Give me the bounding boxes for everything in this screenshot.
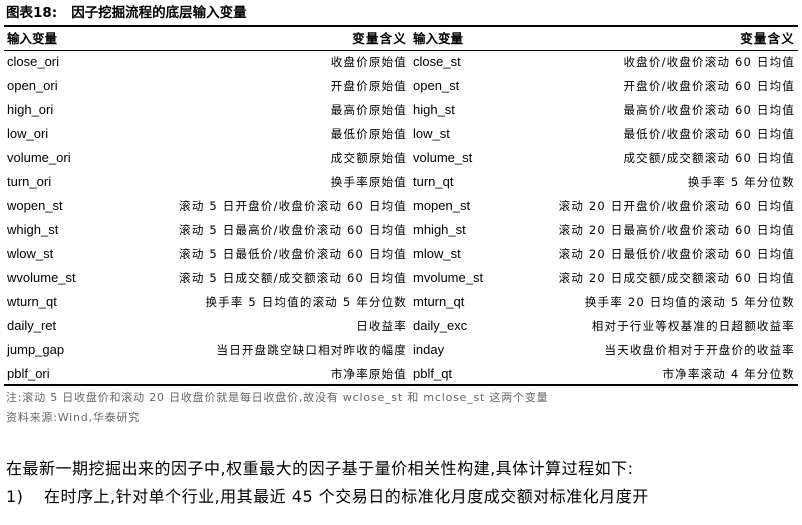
variable-name: volume_st — [413, 150, 473, 165]
variable-name: open_ori — [7, 78, 58, 93]
variable-name: mvolume_st — [413, 270, 484, 285]
variable-meaning: 滚动 20 日最高价/收盘价滚动 60 日均值 — [558, 223, 795, 237]
table-row: wopen_st 滚动 5 日开盘价/收盘价滚动 60 日均值 mopen_st… — [4, 194, 798, 218]
table-row: open_ori 开盘价原始值 open_st 开盘价/收盘价滚动 60 日均值 — [4, 74, 798, 98]
variable-name: close_ori — [7, 54, 60, 69]
variable-meaning: 滚动 5 日最高价/收盘价滚动 60 日均值 — [179, 223, 407, 237]
variable-meaning: 最高价/收盘价滚动 60 日均值 — [623, 103, 795, 117]
table-row: whigh_st 滚动 5 日最高价/收盘价滚动 60 日均值 mhigh_st… — [4, 218, 798, 242]
variable-name: wopen_st — [7, 198, 63, 213]
variable-meaning: 滚动 5 日成交额/成交额滚动 60 日均值 — [179, 271, 407, 285]
variable-name: low_st — [413, 126, 450, 141]
table-bottom-rule — [4, 384, 798, 386]
table-top-rule — [4, 25, 798, 27]
list-item: 1) 在时序上,针对单个行业,用其最近 45 个交易日的标准化月度成交额对标准化… — [6, 483, 800, 511]
variable-meaning: 换手率 5 年分位数 — [687, 175, 795, 189]
variable-meaning: 滚动 20 日成交额/成交额滚动 60 日均值 — [558, 271, 795, 285]
variable-meaning: 收盘价原始值 — [330, 55, 407, 69]
variable-name: wturn_qt — [7, 294, 57, 309]
variable-meaning: 开盘价/收盘价滚动 60 日均值 — [623, 79, 795, 93]
body-paragraph: 在最新一期挖掘出来的因子中,权重最大的因子基于量价相关性构建,具体计算过程如下: — [6, 459, 634, 478]
table-row: low_ori 最低价原始值 low_st 最低价/收盘价滚动 60 日均值 — [4, 122, 798, 146]
body-text: 在最新一期挖掘出来的因子中,权重最大的因子基于量价相关性构建,具体计算过程如下:… — [6, 455, 800, 525]
variable-meaning: 收盘价/收盘价滚动 60 日均值 — [623, 55, 795, 69]
table-row: wturn_qt 换手率 5 日均值的滚动 5 年分位数 mturn_qt 换手… — [4, 290, 798, 314]
table-row: volume_ori 成交额原始值 volume_st 成交额/成交额滚动 60… — [4, 146, 798, 170]
variable-name: mlow_st — [413, 246, 461, 261]
table-row: wvolume_st 滚动 5 日成交额/成交额滚动 60 日均值 mvolum… — [4, 266, 798, 290]
table-row: daily_ret 日收益率 daily_exc 相对于行业等权基准的日超额收益… — [4, 314, 798, 338]
figure-title-text: 因子挖掘流程的底层输入变量 — [71, 5, 247, 21]
variable-name: jump_gap — [7, 342, 65, 357]
variable-name: open_st — [413, 78, 460, 93]
variable-name: mturn_qt — [413, 294, 465, 309]
list-item-number: 1) — [6, 487, 24, 506]
table-row: high_ori 最高价原始值 high_st 最高价/收盘价滚动 60 日均值 — [4, 98, 798, 122]
variable-meaning: 换手率原始值 — [330, 175, 407, 189]
table-row: jump_gap 当日开盘跳空缺口相对昨收的幅度 inday 当天收盘价相对于开… — [4, 338, 798, 362]
variable-name: inday — [413, 342, 445, 357]
variable-name: mopen_st — [413, 198, 471, 213]
variable-meaning: 最低价/收盘价滚动 60 日均值 — [623, 127, 795, 141]
variable-meaning: 当天收盘价相对于开盘价的收益率 — [604, 343, 795, 357]
table-row: turn_ori 换手率原始值 turn_qt 换手率 5 年分位数 — [4, 170, 798, 194]
table-header-rule — [4, 50, 798, 51]
variable-name: low_ori — [7, 126, 49, 141]
variable-meaning: 成交额/成交额滚动 60 日均值 — [623, 151, 795, 165]
list-item-text: 在时序上,针对单个行业,用其最近 45 个交易日的标准化月度成交额对标准化月度开 — [44, 487, 649, 506]
variable-meaning: 滚动 5 日最低价/收盘价滚动 60 日均值 — [179, 247, 407, 261]
table-row: wlow_st 滚动 5 日最低价/收盘价滚动 60 日均值 mlow_st 滚… — [4, 242, 798, 266]
variable-meaning: 最高价原始值 — [330, 103, 407, 117]
variable-meaning: 市净率原始值 — [330, 367, 407, 381]
variable-name: wvolume_st — [7, 270, 76, 285]
table-footnote: 注:滚动 5 日收盘价和滚动 20 日收盘价就是每日收盘价,故没有 wclose… — [6, 391, 549, 404]
header-variable-meaning-2: 变量含义 — [740, 31, 795, 46]
variable-name: high_ori — [7, 102, 54, 117]
variable-meaning: 换手率 20 日均值的滚动 5 年分位数 — [584, 295, 795, 309]
variable-name: wlow_st — [7, 246, 54, 261]
variable-meaning: 成交额原始值 — [330, 151, 407, 165]
variable-meaning: 日收益率 — [356, 319, 407, 333]
input-variables-table: 输入变量 变量含义 输入变量 变量含义 close_ori 收盘价原始值 clo… — [4, 27, 798, 386]
table-row: close_ori 收盘价原始值 close_st 收盘价/收盘价滚动 60 日… — [4, 50, 798, 74]
variable-name: pblf_qt — [413, 366, 453, 381]
variable-name: daily_exc — [413, 318, 468, 333]
variable-name: volume_ori — [7, 150, 71, 165]
table-row: pblf_ori 市净率原始值 pblf_qt 市净率滚动 4 年分位数 — [4, 362, 798, 386]
variable-meaning: 滚动 5 日开盘价/收盘价滚动 60 日均值 — [179, 199, 407, 213]
variable-name: mhigh_st — [413, 222, 466, 237]
variable-name: close_st — [413, 54, 461, 69]
variable-name: turn_qt — [413, 174, 454, 189]
variable-name: whigh_st — [7, 222, 59, 237]
header-input-variable: 输入变量 — [7, 31, 58, 46]
figure-label: 图表18: — [6, 5, 58, 21]
variable-meaning: 换手率 5 日均值的滚动 5 年分位数 — [205, 295, 407, 309]
variable-meaning: 滚动 20 日开盘价/收盘价滚动 60 日均值 — [558, 199, 795, 213]
variable-name: pblf_ori — [7, 366, 50, 381]
variable-meaning: 相对于行业等权基准的日超额收益率 — [591, 319, 795, 333]
header-input-variable-2: 输入变量 — [413, 31, 464, 46]
variable-meaning: 市净率滚动 4 年分位数 — [662, 367, 795, 381]
variable-name: daily_ret — [7, 318, 57, 333]
variable-name: turn_ori — [7, 174, 52, 189]
variable-meaning: 滚动 20 日最低价/收盘价滚动 60 日均值 — [558, 247, 795, 261]
variable-name: high_st — [413, 102, 455, 117]
variable-meaning: 开盘价原始值 — [330, 79, 407, 93]
variable-meaning: 最低价原始值 — [330, 127, 407, 141]
header-variable-meaning: 变量含义 — [352, 31, 407, 46]
table-notes: 注:滚动 5 日收盘价和滚动 20 日收盘价就是每日收盘价,故没有 wclose… — [6, 388, 800, 428]
figure-title: 图表18: 因子挖掘流程的底层输入变量 — [6, 2, 796, 24]
table-header-row: 输入变量 变量含义 输入变量 变量含义 — [4, 27, 798, 50]
variable-meaning: 当日开盘跳空缺口相对昨收的幅度 — [216, 343, 407, 357]
data-source: 资料来源:Wind,华泰研究 — [6, 411, 141, 424]
